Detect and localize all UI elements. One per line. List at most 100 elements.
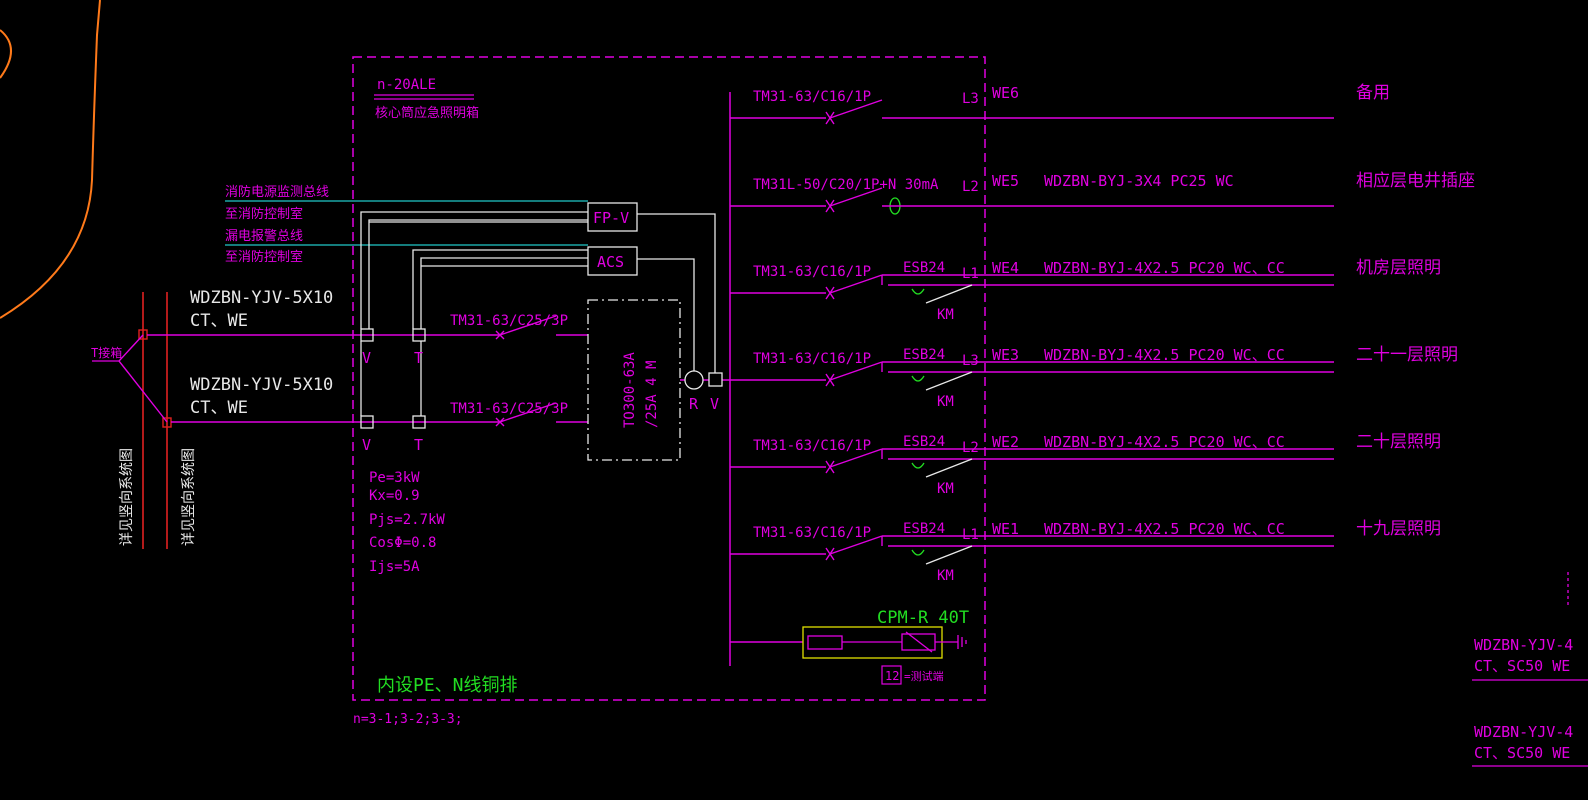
riser-label-2: 详见竖向系统图	[181, 448, 197, 546]
circuit-we2-cable: WDZBN-BYJ-4X2.5 PC20 WC、CC	[1044, 433, 1285, 451]
incoming-breaker-1-symbol	[495, 315, 557, 340]
panel-name: n-20ALE	[377, 77, 436, 93]
circuit-we3-breaker-blade	[829, 361, 883, 381]
circuit-we2-contactor: ESB24	[903, 434, 945, 450]
circuit-we2-load: 二十层照明	[1356, 432, 1441, 452]
circuit-we4-cable: WDZBN-BYJ-4X2.5 PC20 WC、CC	[1044, 259, 1285, 277]
circuit-we4-breaker-blade	[829, 274, 883, 294]
panel-subtitle: 核心筒应急照明箱	[375, 105, 479, 121]
spd-note: =测试端	[904, 670, 944, 683]
fpv-module	[587, 202, 638, 232]
r-label: R	[689, 395, 699, 413]
spd-fuse	[807, 635, 843, 650]
fpv-label: FP-V	[593, 209, 629, 227]
v-label-2: V	[362, 436, 371, 454]
spd-ground	[935, 635, 967, 649]
feeder2-cable: WDZBN-YJV-5X10	[190, 375, 333, 395]
circuit-we1-coil-mark	[911, 549, 925, 556]
circuit-we6-breaker-blade	[829, 99, 883, 119]
calc-kx: Kx=0.9	[369, 488, 420, 504]
right-laying-2: CT、SC50 WE	[1474, 744, 1570, 762]
signal-wiring	[360, 211, 716, 416]
feeder1-cable: WDZBN-YJV-5X10	[190, 288, 333, 308]
circuit-we3-phase: L3	[962, 353, 979, 369]
circuit-we4-km: KM	[937, 307, 954, 323]
circuit-we2-id: WE2	[992, 433, 1019, 451]
v-label-out: V	[710, 395, 719, 413]
t-joint-label: T接箱	[91, 345, 122, 360]
fire-monitor-dest: 至消防控制室	[225, 206, 303, 222]
acs-module	[587, 246, 638, 276]
calc-ijs: Ijs=5A	[369, 559, 420, 575]
circuit-we4-phase: L1	[962, 266, 979, 282]
circuit-we4-breaker-label: TM31-63/C16/1P	[753, 264, 871, 280]
circuit-we1-km-contact	[925, 545, 973, 565]
v-terminal-out	[708, 372, 723, 387]
circuit-we4-load: 机房层照明	[1356, 258, 1441, 278]
circuit-we5-load: 相应层电井插座	[1356, 171, 1475, 191]
incoming-breaker-2-symbol	[495, 402, 557, 427]
calc-pjs: Pjs=2.7kW	[369, 512, 445, 528]
circuit-we2-km: KM	[937, 481, 954, 497]
circuit-we1-cable: WDZBN-BYJ-4X2.5 PC20 WC、CC	[1044, 520, 1285, 538]
circuit-we2-coil-mark	[911, 462, 925, 469]
panel-enclosure	[352, 56, 986, 701]
acs-label: ACS	[597, 253, 624, 271]
circuit-we3-breaker-label: TM31-63/C16/1P	[753, 351, 871, 367]
spd-code: 12	[885, 669, 899, 683]
circuit-we1-breaker-label: TM31-63/C16/1P	[753, 525, 871, 541]
fire-monitor-line-label: 消防电源监测总线	[225, 184, 329, 200]
circuit-we1-phase: L1	[962, 527, 979, 543]
incoming-breaker-1-label: TM31-63/C25/3P	[450, 313, 568, 329]
r-terminal	[684, 370, 704, 390]
circuit-we1-breaker-blade	[829, 535, 883, 555]
t-label-2: T	[414, 436, 423, 454]
incoming-breaker-2-label: TM31-63/C25/3P	[450, 401, 568, 417]
right-cable-1: WDZBN-YJV-4	[1474, 636, 1573, 654]
circuit-we6-phase: L3	[962, 91, 979, 107]
circuit-we3-km: KM	[937, 394, 954, 410]
leak-alarm-line-label: 漏电报警总线	[225, 228, 303, 244]
circuit-we4-id: WE4	[992, 259, 1019, 277]
circuit-we3-cable: WDZBN-BYJ-4X2.5 PC20 WC、CC	[1044, 346, 1285, 364]
ats-rating: /25A 4 M	[644, 361, 660, 428]
circuit-we4-contactor: ESB24	[903, 260, 945, 276]
circuit-we5-breaker-label: TM31L-50/C20/1P+N 30mA	[753, 177, 939, 193]
circuit-we5-id: WE5	[992, 172, 1019, 190]
circuit-we2-breaker-label: TM31-63/C16/1P	[753, 438, 871, 454]
t-terminal-1	[412, 328, 426, 342]
circuit-we6-id: WE6	[992, 84, 1019, 102]
v-terminal-1	[360, 328, 374, 342]
riser-label-1: 详见竖向系统图	[119, 448, 135, 546]
right-cable-2: WDZBN-YJV-4	[1474, 723, 1573, 741]
spd-model: CPM-R 40T	[877, 608, 969, 628]
circuit-we1-km: KM	[937, 568, 954, 584]
circuit-we3-km-contact	[925, 371, 973, 391]
spd-arrester-slash	[905, 631, 933, 653]
v-label-1: V	[362, 349, 371, 367]
t-label-1: T	[414, 349, 423, 367]
circuit-we2-km-contact	[925, 458, 973, 478]
circuit-we3-load: 二十一层照明	[1356, 345, 1458, 365]
circuit-we5-breaker-blade	[829, 187, 883, 207]
circuit-we5-phase: L2	[962, 179, 979, 195]
calc-cos: CosΦ=0.8	[369, 535, 436, 551]
circuit-we1-load: 十九层照明	[1356, 519, 1441, 539]
circuit-we5-cable: WDZBN-BYJ-3X4 PC25 WC	[1044, 172, 1234, 190]
t-terminal-2	[412, 415, 426, 429]
circuit-we2-breaker-blade	[829, 448, 883, 468]
panel-n-note: n=3-1;3-2;3-3;	[353, 712, 463, 727]
orange-outline-curve	[0, 0, 101, 319]
right-laying-1: CT、SC50 WE	[1474, 657, 1570, 675]
circuit-we2-phase: L2	[962, 440, 979, 456]
v-terminal-2	[360, 415, 374, 429]
circuit-we3-id: WE3	[992, 346, 1019, 364]
circuit-we6-breaker-label: TM31-63/C16/1P	[753, 89, 871, 105]
feeder1-laying: CT、WE	[190, 311, 248, 331]
circuit-we4-coil-mark	[911, 288, 925, 295]
feeder2-laying: CT、WE	[190, 398, 248, 418]
ats-model: TO300-63A	[622, 352, 638, 428]
circuit-we3-coil-mark	[911, 375, 925, 382]
